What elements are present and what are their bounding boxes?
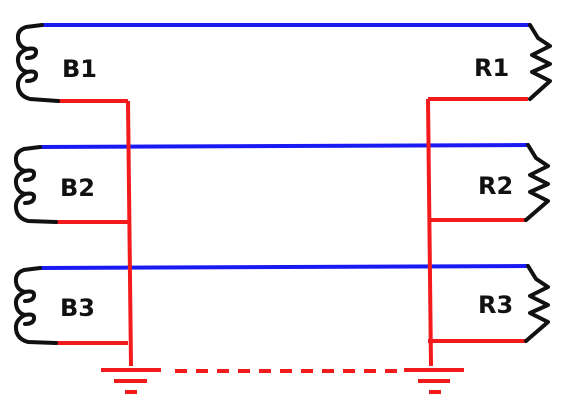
generator-coil-icon-b2 (13, 145, 58, 224)
generator-coil-icon-b1 (15, 23, 60, 103)
circuit-row-3: B3 R3 (13, 264, 550, 345)
ground-icon-left (101, 368, 161, 394)
ground-icon-right (404, 368, 464, 394)
load-resistor-icon-r1 (528, 23, 552, 101)
load-label-r2: R2 (478, 172, 513, 200)
blue-conductor-2 (39, 143, 529, 149)
left-return-bus (126, 100, 133, 367)
generator-label-b3: B3 (60, 294, 95, 322)
load-label-r3: R3 (478, 291, 513, 319)
circuit-row-1: B1 R1 (15, 23, 552, 103)
circuit-row-2: B2 R2 (13, 143, 550, 224)
generator-label-b2: B2 (60, 174, 95, 202)
load-resistor-icon-r2 (524, 143, 550, 222)
generator-coil-icon-b3 (13, 266, 58, 345)
right-return-bus (426, 98, 433, 367)
blue-conductor-3 (39, 264, 529, 270)
load-resistor-icon-r3 (524, 264, 550, 343)
load-label-r1: R1 (474, 54, 509, 82)
generator-label-b1: B1 (62, 55, 97, 83)
